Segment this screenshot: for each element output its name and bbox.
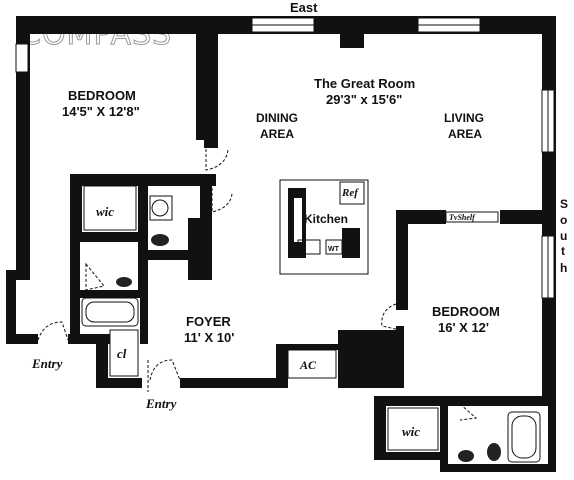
living-line2: AREA	[448, 127, 482, 141]
ac-box	[287, 349, 337, 379]
toilet-1-icon	[151, 234, 169, 246]
wall-bedroom1-right	[196, 16, 218, 140]
wic-2-box	[387, 407, 439, 451]
door-entry-bottom	[149, 359, 181, 381]
kitchen-outline	[279, 179, 369, 275]
wall-lower-tub-left	[70, 298, 80, 344]
door-bath2	[459, 403, 478, 421]
window-west	[15, 43, 29, 73]
wall-ac-top	[276, 344, 342, 350]
wall-bath1-left	[138, 174, 148, 298]
wall-bedroom2-top-left	[396, 210, 446, 224]
wall-cl-left	[96, 334, 108, 388]
closet-label: cl	[117, 346, 127, 361]
closet-box	[109, 329, 139, 377]
wt-box	[325, 239, 343, 255]
wall-wic2-bottom	[374, 452, 446, 460]
wall-top-pillar	[340, 34, 364, 48]
wall-wic1-left	[70, 174, 82, 238]
compass-south-h: h	[560, 261, 567, 275]
wt-label: WT	[328, 246, 340, 253]
tub-1-icon	[81, 297, 139, 327]
wall-bottom-left-2	[68, 334, 110, 344]
ref-label: Ref	[341, 187, 359, 199]
wall-bath2-left	[440, 406, 448, 470]
bedroom2-name: BEDROOM	[432, 304, 500, 319]
compass-south-t: t	[561, 244, 565, 258]
compass-south-u: u	[560, 229, 567, 243]
wall-bath1-outer	[70, 232, 80, 292]
bedroom1-dims: 14'5" X 12'8"	[62, 104, 140, 119]
wall-bedroom2-left	[396, 210, 408, 310]
compass-south-s: S	[560, 197, 568, 211]
wall-wic1-bottom	[70, 232, 146, 242]
door-bath1b	[85, 262, 105, 291]
tub-2-icon	[507, 411, 541, 463]
sink-2-icon	[458, 450, 474, 462]
wall-right	[542, 16, 556, 400]
great-room-name: The Great Room	[314, 76, 415, 91]
kitchen-label: Kitchen	[304, 212, 348, 226]
wall-bath1-mid	[70, 290, 148, 298]
door-bath1	[211, 188, 233, 213]
wall-foyer-right-block	[338, 330, 404, 388]
entry-left-label: Entry	[31, 356, 63, 371]
wall-ac-left	[276, 344, 288, 388]
wall-cl-bottom	[96, 378, 142, 388]
toilet-2-icon	[487, 443, 501, 461]
entry-bottom-label: Entry	[145, 396, 177, 411]
wic-2-label: wic	[402, 424, 420, 439]
sink-1-icon	[151, 199, 169, 217]
wall-column-center	[188, 218, 212, 280]
bedroom1-name: BEDROOM	[68, 88, 136, 103]
foyer-name: FOYER	[186, 314, 231, 329]
ac-label: AC	[299, 358, 317, 372]
dining-line1: DINING	[256, 111, 298, 125]
compass-east: East	[290, 0, 318, 15]
wall-foyer-bottom	[180, 378, 280, 388]
wall-bedroom1-right-stub	[204, 130, 218, 148]
wall-bedroom2-bottom	[374, 396, 556, 406]
living-line1: LIVING	[444, 111, 484, 125]
tv-shelf-label: TvShelf	[449, 213, 476, 222]
wall-wic2-left	[374, 396, 386, 458]
wall-left-step	[6, 270, 30, 280]
compass-south-o: o	[560, 213, 567, 227]
stove	[297, 239, 321, 255]
wall-bottom-left	[6, 334, 38, 344]
door-entry-left	[37, 321, 69, 341]
wall-column-top	[200, 186, 212, 226]
bedroom2-dims: 16' X 12'	[438, 320, 489, 335]
wall-lower-tub-right	[140, 298, 148, 344]
door-bedroom1	[205, 144, 229, 171]
great-room-dims: 29'3" x 15'6"	[326, 92, 402, 107]
wall-left-lower	[6, 270, 16, 342]
toilet-1b-icon	[116, 277, 132, 287]
wall-bedroom2-top-right	[500, 210, 556, 224]
kitchen-counter-right	[342, 228, 360, 258]
wall-bath2-bottom	[440, 464, 556, 472]
dining-line2: AREA	[260, 127, 294, 141]
foyer-dims: 11' X 10'	[184, 330, 234, 345]
wall-bath2-right	[548, 396, 556, 472]
wic-1-box	[83, 185, 137, 231]
door-bedroom2	[381, 303, 401, 331]
wall-bath1-bottom	[140, 250, 188, 260]
tv-shelf-box	[445, 211, 499, 223]
wic-1-label: wic	[96, 204, 114, 219]
ref-box	[339, 181, 365, 205]
wall-left-upper	[16, 16, 30, 278]
